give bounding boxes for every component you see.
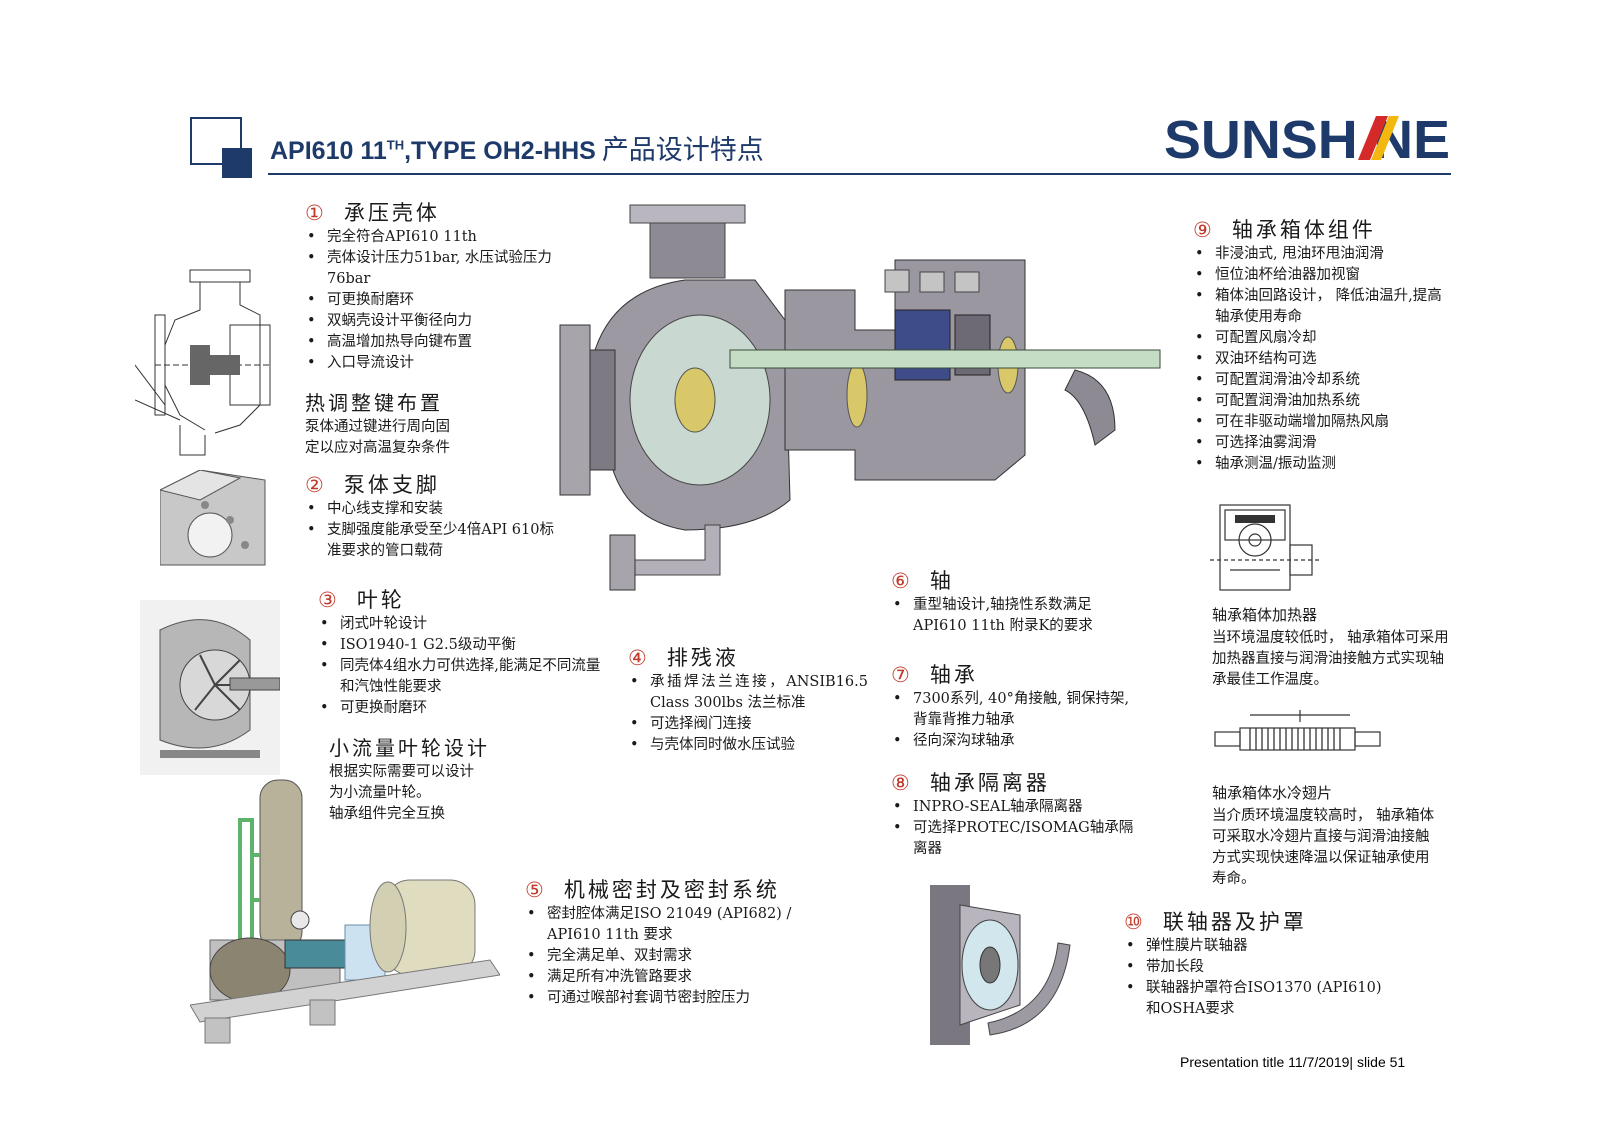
list-item: 双油环结构可选 [1193,349,1453,370]
section-bearing: ⑦轴承 7300系列, 40°角接触, 铜保持架,背靠背推力轴承 径向深沟球轴承 [891,665,1136,753]
pump-cutaway-main-image [559,204,1161,591]
list-item: 径向深沟球轴承 [891,731,1136,752]
list-item: 可在非驱动端增加隔热风扇 [1193,412,1453,433]
list-item: ISO1940-1 G2.5级动平衡 [318,635,603,656]
list-item: 入口导流设计 [305,353,580,374]
list-item: 中心线支撑和安装 [305,499,560,520]
list-item: 可配置润滑油冷却系统 [1193,370,1453,391]
svg-text:SUNSH NE: SUNSH NE [1164,110,1450,166]
list-item: 非浸油式, 甩油环甩油润滑 [1193,244,1453,265]
list-item: 同壳体4组水力可供选择,能满足不同流量和汽蚀性能要求 [318,656,603,698]
list-item: 承插焊法兰连接，ANSIB16.5 Class 300lbs 法兰标准 [628,672,868,714]
footer-slide-info: Presentation title 11/7/2019| slide 51 [1180,1054,1406,1070]
list-item: 完全满足单、双封需求 [525,946,825,967]
list-item: 可通过喉部衬套调节密封腔压力 [525,988,825,1009]
section-shaft: ⑥轴 重型轴设计,轴挠性系数满足API610 11th 附录K的要求 [891,571,1136,637]
list-item: 带加长段 [1124,957,1384,978]
list-item: 闭式叶轮设计 [318,614,603,635]
section-housing-cooler: 轴承箱体水冷翅片 当介质环境温度较高时， 轴承箱体可采取水冷翅片直接与润滑油接触… [1212,784,1435,887]
section-impeller: ③叶轮 闭式叶轮设计 ISO1940-1 G2.5级动平衡 同壳体4组水力可供选… [318,590,603,720]
coupling-guard-image [930,885,1071,1045]
list-item: 箱体油回路设计， 降低油温升,提高轴承使用寿命 [1193,286,1453,328]
seal-system-skid-image [190,779,500,1044]
housing-heater-drawing [1210,504,1320,591]
list-item: 高温增加热导向键布置 [305,332,580,353]
list-item: 可选择阀门连接 [628,714,868,735]
list-item: 可更换耐磨环 [305,290,580,311]
header-rule [268,173,1451,175]
pump-foot-drawing [160,470,266,566]
list-item: 重型轴设计,轴挠性系数满足API610 11th 附录K的要求 [891,595,1136,637]
list-item: 7300系列, 40°角接触, 铜保持架,背靠背推力轴承 [891,689,1136,731]
list-item: 可更换耐磨环 [318,698,603,719]
list-item: 与壳体同时做水压试验 [628,735,868,756]
casing-section-drawing [135,269,271,456]
section-housing-heater: 轴承箱体加热器 当环境温度较低时， 轴承箱体可采用加热器直接与润滑油接触方式实现… [1212,606,1449,688]
list-item: 可选择PROTEC/ISOMAG轴承隔离器 [891,818,1136,860]
sunshine-logo: SUNSH NE [1164,110,1450,166]
list-item: 可选择油雾润滑 [1193,433,1453,454]
list-item: 双蜗壳设计平衡径向力 [305,311,580,332]
list-item: INPRO-SEAL轴承隔离器 [891,797,1136,818]
list-item: 可配置风扇冷却 [1193,328,1453,349]
list-item: 恒位油杯给油器加视窗 [1193,265,1453,286]
list-item: 壳体设计压力51bar, 水压试验压力76bar [305,248,580,290]
list-item: 支脚强度能承受至少4倍API 610标准要求的管口载荷 [305,520,560,562]
section-low-flow-impeller: 小流量叶轮设计 根据实际需要可以设计 为小流量叶轮。 轴承组件完全互换 [329,736,490,823]
list-item: 密封腔体满足ISO 21049 (API682) / API610 11th 要… [525,904,825,946]
list-item: 满足所有冲洗管路要求 [525,967,825,988]
list-item: 弹性膜片联轴器 [1124,936,1384,957]
header-square-outline [190,117,242,165]
section-thermal-key: 热调整键布置 泵体通过键进行周向固 定以应对高温复杂条件 [305,391,450,457]
list-item: 完全符合API610 11th [305,227,580,248]
list-item: 可配置润滑油加热系统 [1193,391,1453,412]
list-item: 轴承测温/振动监测 [1193,454,1453,475]
header-square-filled [222,148,252,178]
impeller-cutaway-image [140,600,280,775]
list-item: 联轴器护罩符合ISO1370 (API610) 和OSHA要求 [1124,978,1384,1020]
cooling-fin-drawing [1214,710,1381,751]
